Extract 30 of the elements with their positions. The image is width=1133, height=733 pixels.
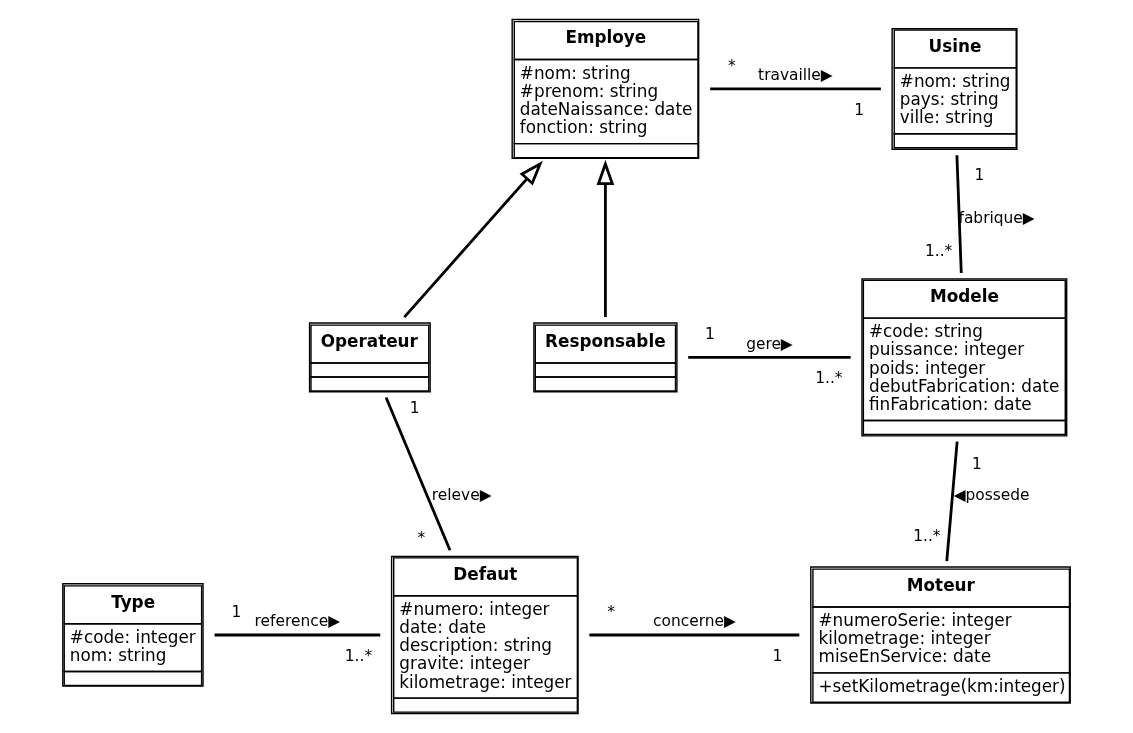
edge-label: concerne▶ — [653, 612, 736, 631]
label: 1..* — [344, 646, 373, 665]
edge-label: fabrique▶ — [958, 208, 1035, 227]
edge-label: releve▶ — [431, 486, 492, 505]
label: 1 — [972, 455, 982, 474]
label: * — [417, 528, 426, 547]
edge-label: travaille▶ — [758, 66, 833, 85]
connector — [688, 356, 851, 359]
label: 1..* — [913, 527, 941, 546]
label: 1 — [231, 603, 242, 622]
label: 1..* — [815, 369, 843, 388]
label: 1 — [705, 325, 715, 344]
connector — [384, 397, 452, 551]
connector — [214, 633, 381, 637]
label: 1 — [854, 100, 864, 119]
label: * — [607, 603, 616, 622]
arrow — [403, 160, 543, 318]
label: 1 — [409, 399, 420, 418]
edge-label: gere▶ — [746, 334, 793, 353]
label: * — [728, 57, 736, 76]
label: 1..* — [925, 241, 953, 260]
connector — [945, 441, 959, 562]
edge-label: ◀possede — [953, 486, 1030, 505]
arrow — [596, 159, 615, 318]
label: 1 — [772, 646, 783, 665]
edge-label: reference▶ — [254, 612, 341, 631]
label: 1 — [974, 166, 985, 185]
connector — [710, 87, 881, 91]
connector — [955, 155, 963, 274]
connector — [589, 633, 800, 637]
